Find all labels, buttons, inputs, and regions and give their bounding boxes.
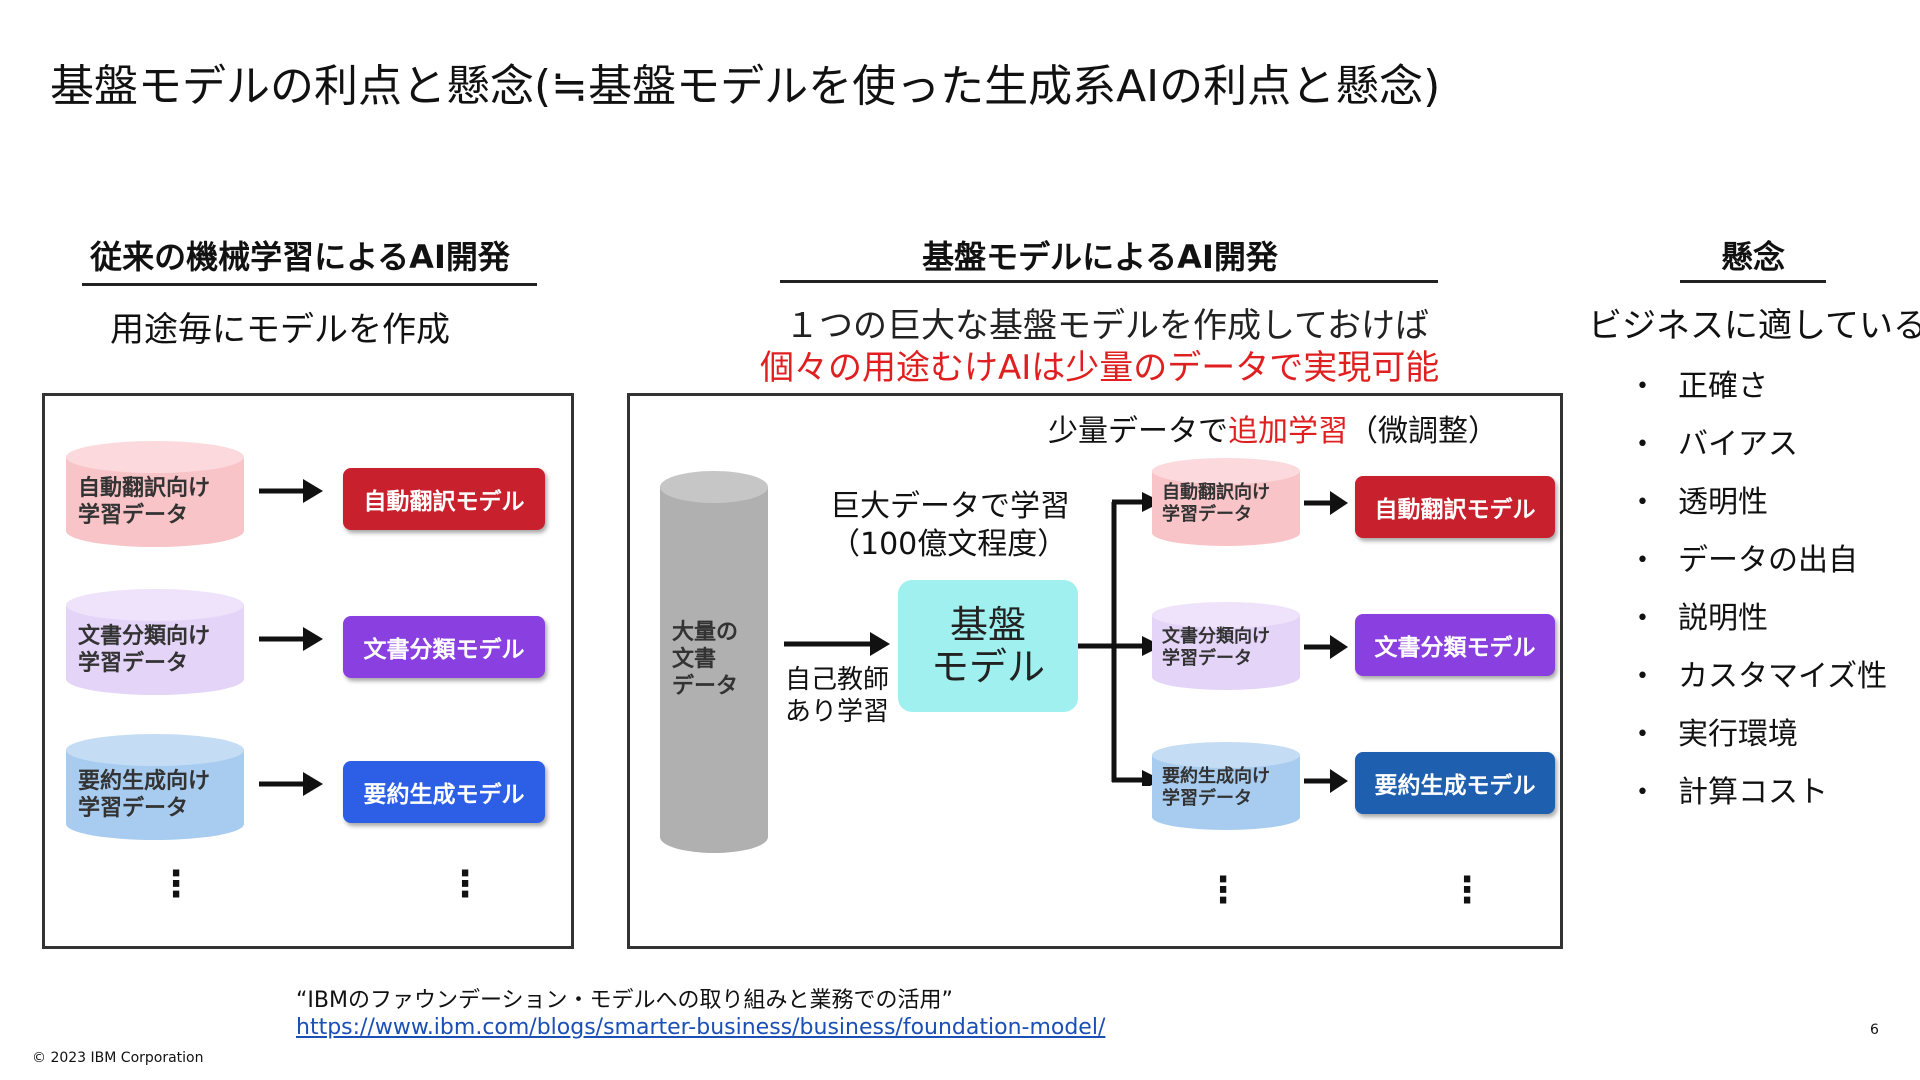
left-panel: 自動翻訳向け学習データ 自動翻訳モデル 文書分類向け学習データ 文書分類モデル … — [42, 393, 574, 949]
center-heading: 基盤モデルによるAI開発 — [922, 238, 1278, 276]
ellipsis-icon: ⋮ — [1449, 870, 1485, 911]
translate-model-box: 自動翻訳モデル — [1355, 476, 1555, 538]
center-line1: １つの巨大な基盤モデルを作成しておけば — [785, 306, 1429, 346]
right-heading: 懸念 — [1720, 238, 1785, 276]
center-heading-rule — [780, 280, 1438, 283]
right-subtitle: ビジネスに適しているか — [1588, 306, 1920, 346]
left-heading-rule — [82, 283, 537, 286]
concern-item: バイアス — [1636, 416, 1887, 474]
arrow-right-icon — [1304, 769, 1348, 793]
arrow-right-icon — [259, 627, 323, 651]
concern-item: カスタマイズ性 — [1636, 648, 1887, 706]
right-heading-rule — [1680, 280, 1826, 283]
classify-data-cylinder: 文書分類向け学習データ — [1152, 602, 1300, 692]
concern-item: 説明性 — [1636, 590, 1887, 648]
ellipsis-icon: ⋮ — [158, 864, 194, 905]
center-line2: 個々の用途むけAIは少量のデータで実現可能 — [760, 348, 1440, 388]
source-citation: “IBMのファウンデーション・モデルへの取り組みと業務での活用” — [296, 988, 953, 1013]
finetune-label: 少量データで追加学習（微調整） — [1048, 414, 1498, 449]
corpus-label: 大量の文書データ — [672, 620, 739, 699]
classify-data-label: 文書分類向け学習データ — [78, 624, 211, 676]
arrow-right-icon — [1304, 635, 1348, 659]
copyright: © 2023 IBM Corporation — [32, 1050, 204, 1066]
concern-item: 正確さ — [1636, 358, 1887, 416]
summary-data-cylinder: 要約生成向け学習データ — [66, 734, 244, 840]
translate-model-box: 自動翻訳モデル — [343, 468, 545, 530]
classify-data-cylinder: 文書分類向け学習データ — [66, 589, 244, 695]
pretrain-label: 巨大データで学習（100億文程度） — [830, 489, 1070, 562]
left-heading: 従来の機械学習によるAI開発 — [90, 238, 510, 276]
translate-data-label: 自動翻訳向け学習データ — [78, 476, 211, 528]
left-subtitle: 用途毎にモデルを作成 — [110, 310, 450, 350]
concern-item: データの出自 — [1636, 532, 1887, 590]
translate-data-cylinder: 自動翻訳向け学習データ — [1152, 458, 1300, 548]
arrow-right-icon — [1304, 491, 1348, 515]
source-link[interactable]: https://www.ibm.com/blogs/smarter-busine… — [296, 1015, 1106, 1040]
summary-data-cylinder: 要約生成向け学習データ — [1152, 742, 1300, 832]
page-title: 基盤モデルの利点と懸念(≒基盤モデルを使った生成系AIの利点と懸念) — [50, 61, 1441, 112]
ellipsis-icon: ⋮ — [447, 864, 483, 905]
self-supervised-label: 自己教師あり学習 — [785, 665, 890, 727]
classify-model-box: 文書分類モデル — [1355, 614, 1555, 676]
summary-data-label: 要約生成向け学習データ — [78, 769, 211, 821]
summary-model-box: 要約生成モデル — [1355, 752, 1555, 814]
concern-item: 実行環境 — [1636, 706, 1887, 764]
ellipsis-icon: ⋮ — [1205, 870, 1241, 911]
concern-item: 透明性 — [1636, 474, 1887, 532]
classify-model-box: 文書分類モデル — [343, 616, 545, 678]
concern-list: 正確さ バイアス 透明性 データの出自 説明性 カスタマイズ性 実行環境 計算コ… — [1636, 358, 1887, 822]
concern-item: 計算コスト — [1636, 764, 1887, 822]
center-panel: 少量データで追加学習（微調整） 大量の文書データ 自己教師あり学習 巨大データで… — [627, 393, 1563, 949]
corpus-cylinder: 大量の文書データ — [660, 471, 768, 853]
summary-model-box: 要約生成モデル — [343, 761, 545, 823]
translate-data-cylinder: 自動翻訳向け学習データ — [66, 441, 244, 547]
page-number: 6 — [1870, 1022, 1879, 1038]
arrow-right-icon — [259, 479, 323, 503]
arrow-right-icon — [259, 772, 323, 796]
arrow-right-icon — [784, 632, 890, 656]
foundation-model-box: 基盤モデル — [898, 580, 1078, 712]
